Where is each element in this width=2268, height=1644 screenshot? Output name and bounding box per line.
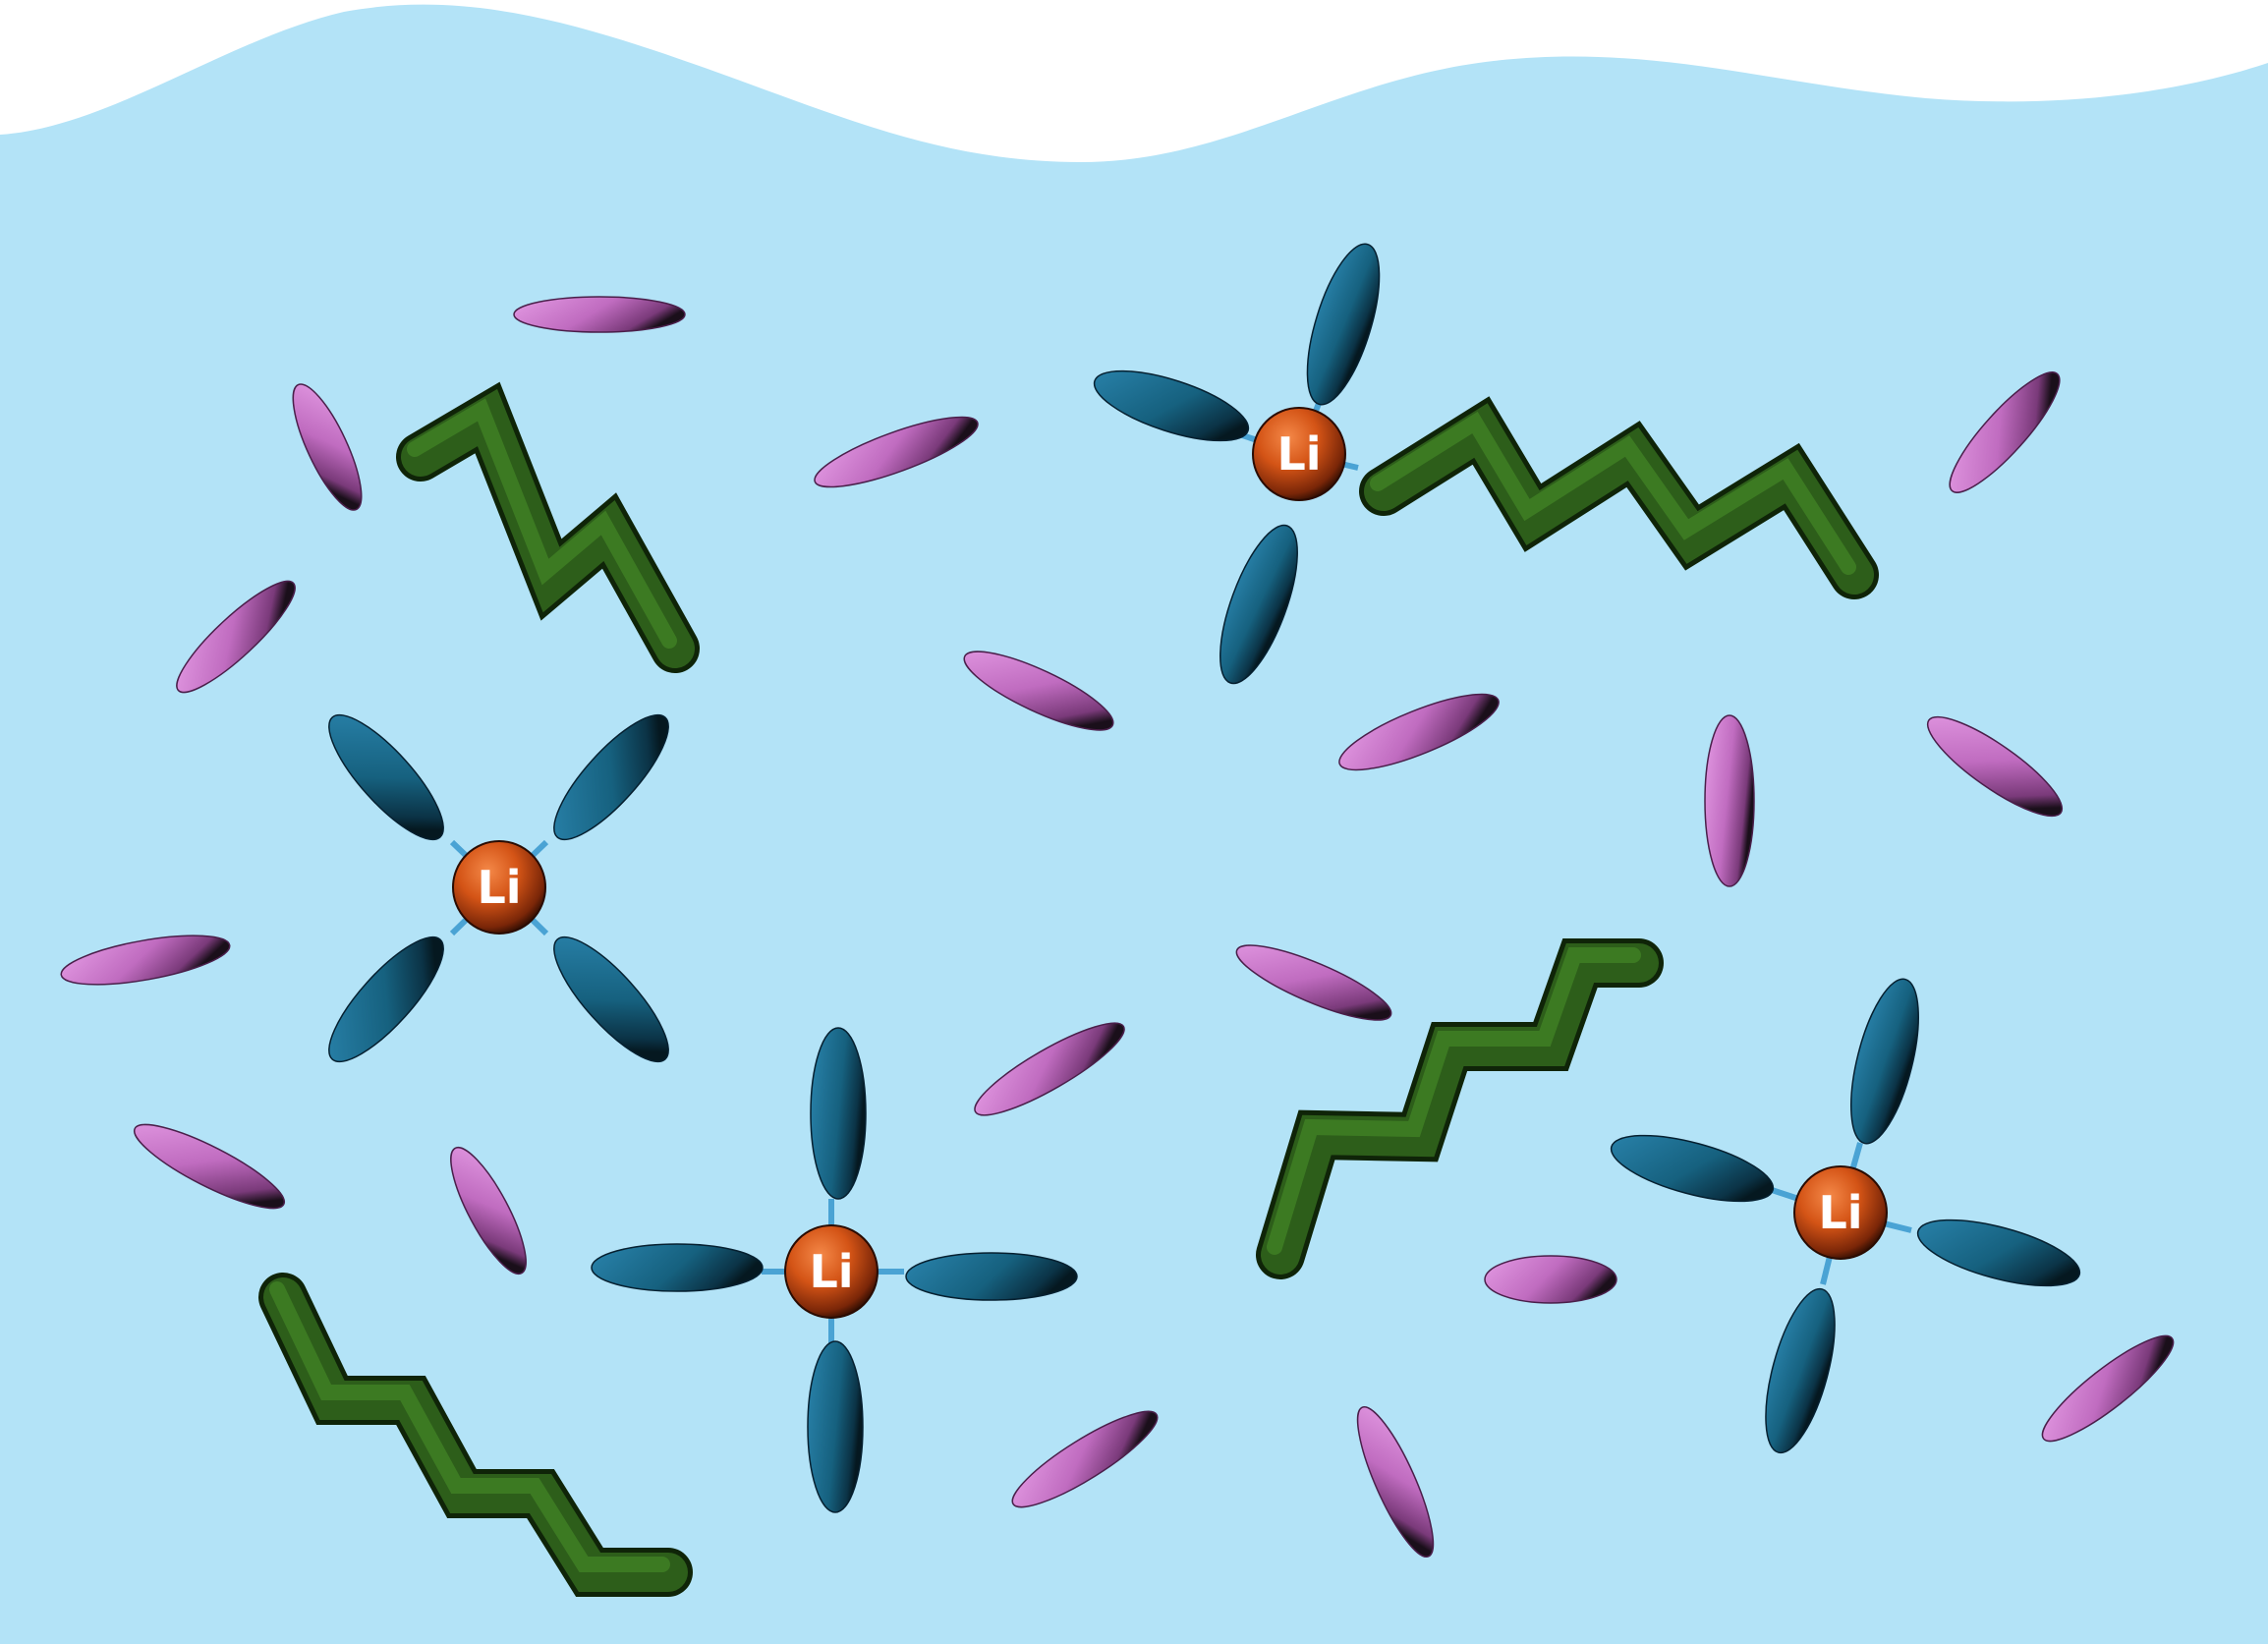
- lithium-solvation-complex: Li: [1093, 243, 1381, 685]
- solvent-molecule: [513, 296, 686, 333]
- solvent-molecule: [1338, 693, 1500, 771]
- li-ion-bottom-center: [784, 1224, 879, 1319]
- solvent-molecule: [963, 651, 1114, 731]
- li-ion-bottom-right: [1793, 1165, 1888, 1260]
- li-label: Li: [809, 1245, 853, 1298]
- coordinated-solvent-molecule: [553, 935, 669, 1063]
- solvent-molecule: [133, 1123, 286, 1210]
- coordinated-solvent-molecule: [905, 1252, 1078, 1301]
- coordinated-solvent-molecule: [1306, 243, 1381, 406]
- li-label: Li: [1276, 427, 1321, 481]
- electrolyte-liquid-background: [0, 4, 2268, 1644]
- solvent-molecule: [814, 416, 979, 488]
- solvent-molecule: [1484, 1255, 1617, 1304]
- solvent-molecule: [1949, 371, 2061, 493]
- alkyl-chain: [1256, 938, 1664, 1279]
- solvent-molecule: [2041, 1334, 2175, 1443]
- li-ion-top-center: [1252, 407, 1346, 501]
- coordinated-solvent-molecule: [1850, 978, 1919, 1145]
- alkyl-chain-layer: [258, 381, 1879, 1597]
- coordinated-solvent-molecule: [810, 1027, 867, 1200]
- solvent-molecule: [1235, 944, 1392, 1021]
- solvent-molecule: [60, 935, 231, 986]
- solvent-molecule: [450, 1146, 527, 1276]
- coordinated-solvent-molecule: [553, 713, 669, 841]
- coordinated-solvent-molecule: [1219, 524, 1298, 685]
- li-ion-middle-left: [452, 840, 546, 935]
- solvent-molecule: [974, 1022, 1125, 1116]
- coordinated-solvent-molecule: [1610, 1134, 1775, 1203]
- solvent-molecule: [1356, 1405, 1435, 1559]
- solvent-molecule: [1011, 1410, 1159, 1508]
- li-label: Li: [477, 861, 521, 914]
- solvent-molecule: [292, 383, 363, 511]
- coordinated-solvent-molecule: [1093, 369, 1250, 442]
- solvent-molecule: [1926, 715, 2064, 818]
- lithium-solvation-complex: Li: [1610, 978, 2081, 1454]
- coordinated-solvent-molecule: [1765, 1287, 1836, 1454]
- solvent-molecule: [176, 580, 296, 694]
- coordinated-solvent-molecule: [591, 1243, 764, 1292]
- free-solvent-layer: [60, 296, 2175, 1559]
- alkyl-chain: [396, 381, 700, 673]
- coordinated-solvent-molecule: [1916, 1219, 2081, 1287]
- lithium-solvation-complex: Li: [328, 713, 669, 1063]
- li-label: Li: [1818, 1186, 1862, 1239]
- solvent-molecule: [1704, 714, 1755, 887]
- coordinated-solvent-molecule: [328, 935, 444, 1063]
- coordinated-solvent-molecule: [328, 713, 444, 841]
- alkyl-chain: [1359, 396, 1879, 599]
- lithium-solvation-complex: Li: [591, 1027, 1078, 1513]
- alkyl-chain: [258, 1273, 693, 1597]
- coordinated-solvent-molecule: [807, 1340, 864, 1513]
